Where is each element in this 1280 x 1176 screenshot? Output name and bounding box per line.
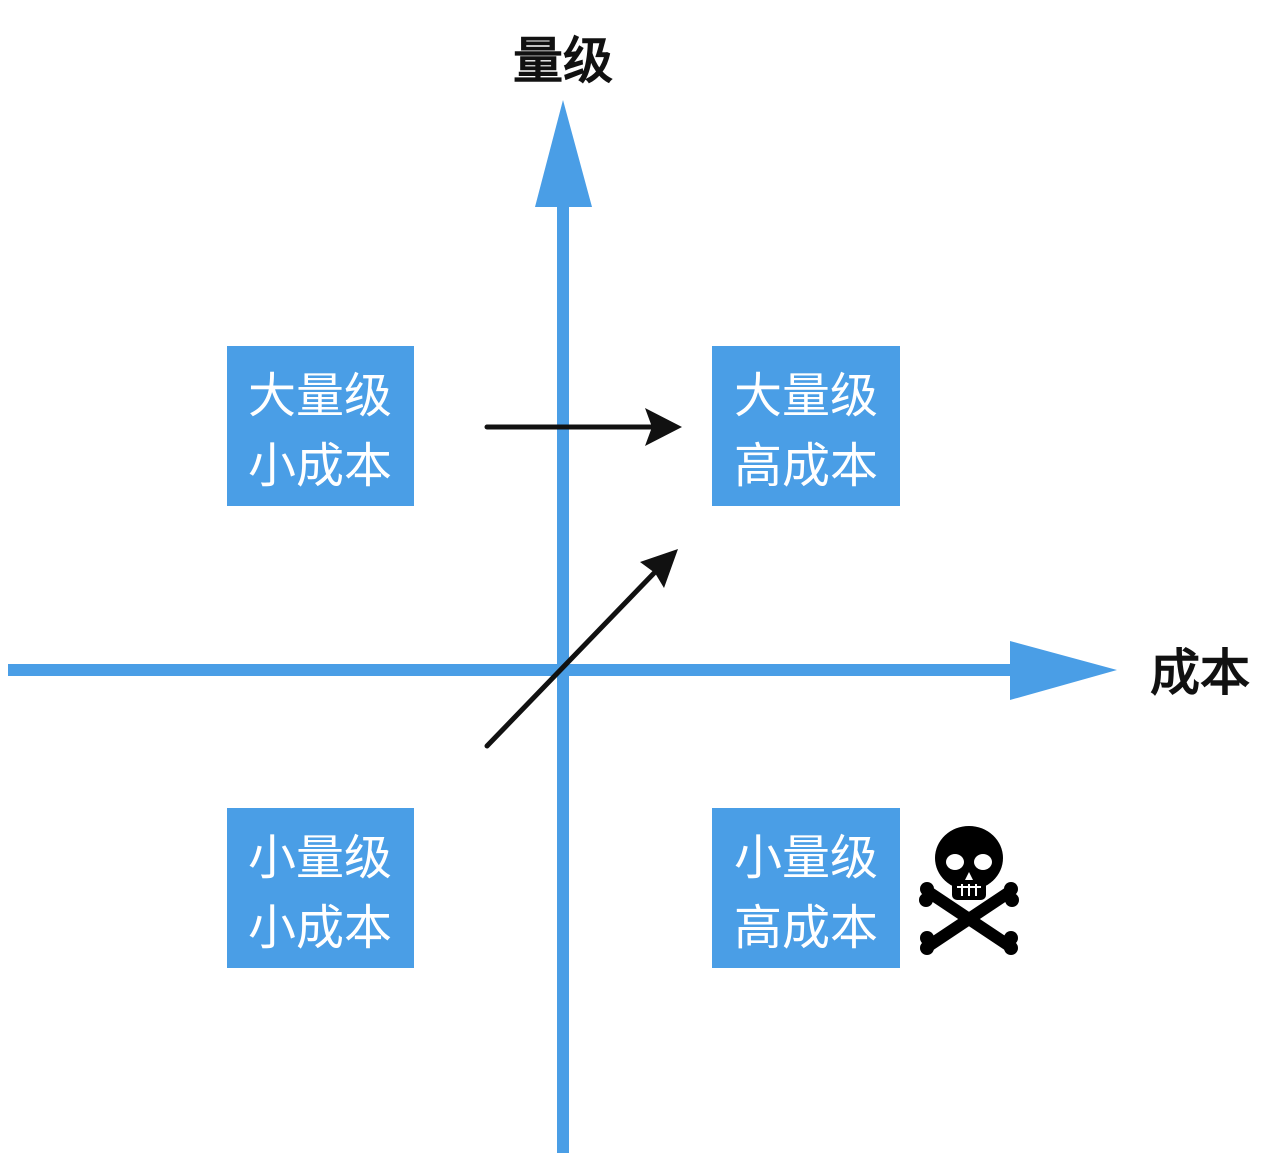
skull-crossbones-icon: [919, 826, 1019, 955]
x-axis-label: 成本: [1150, 644, 1250, 702]
quadrant-line2: 小成本: [248, 438, 392, 494]
y-axis-arrowhead: [535, 100, 592, 207]
x-axis-line: [8, 664, 1018, 676]
quadrant-line1: 大量级: [248, 368, 392, 424]
y-axis-label: 量级: [513, 32, 613, 90]
quadrant-line1: 小量级: [734, 830, 878, 886]
quadrant-line2: 高成本: [734, 438, 878, 494]
x-axis-arrowhead: [1010, 641, 1117, 700]
quadrant-line2: 小成本: [248, 900, 392, 956]
quadrant-line2: 高成本: [734, 900, 878, 956]
quadrant-bottom-right: 小量级 高成本: [712, 808, 900, 968]
quadrant-top-left: 大量级 小成本: [227, 346, 414, 506]
quadrant-bottom-left: 小量级 小成本: [227, 808, 414, 968]
quadrant-top-right: 大量级 高成本: [712, 346, 900, 506]
quadrant-line1: 小量级: [248, 830, 392, 886]
quadrant-line1: 大量级: [734, 368, 878, 424]
arrow-diagonal: [484, 549, 678, 749]
arrow-horizontal: [484, 408, 682, 446]
